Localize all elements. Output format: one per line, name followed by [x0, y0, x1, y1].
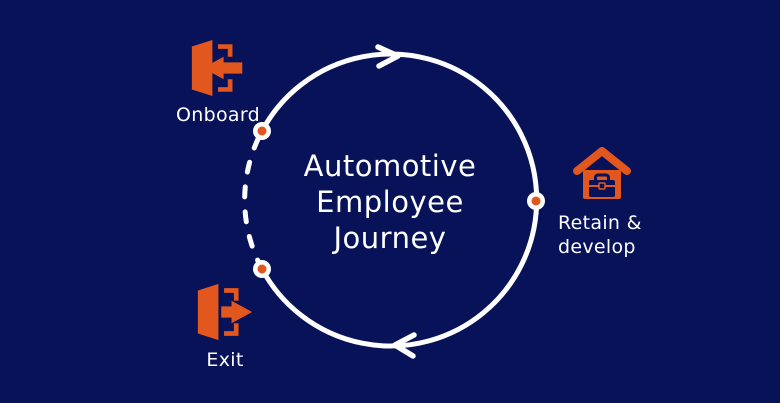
clockwise-arrow-top-icon	[375, 44, 401, 69]
stage-exit-label: Exit	[206, 349, 244, 371]
stage-retain-label: Retain & develop	[558, 211, 642, 259]
stage-onboard-label: Onboard	[176, 104, 260, 126]
node-dot-onboard	[253, 122, 271, 140]
diagram-title-line3: Journey	[333, 221, 447, 255]
stage-onboard: Onboard	[168, 36, 268, 127]
door-frame	[224, 288, 239, 336]
stage-retain-label-line2: develop	[558, 236, 636, 258]
stage-retain-label-line1: Retain &	[558, 212, 642, 234]
diagram-title-line2: Employee	[316, 185, 464, 219]
node-dot-exit	[253, 260, 271, 278]
stage-retain-develop: Retain & develop	[558, 145, 678, 259]
stage-exit: Exit	[175, 281, 275, 372]
arrow-in	[203, 56, 243, 80]
briefcase-clasp	[598, 182, 606, 190]
diagram-title-line1: Automotive	[303, 149, 477, 183]
door-enter-icon	[190, 36, 246, 104]
door-exit-icon	[196, 281, 254, 347]
cycle-dashed-arc	[242, 128, 265, 272]
door-panel	[197, 283, 219, 341]
diagram-title: Automotive Employee Journey	[240, 148, 540, 256]
house-roof	[573, 147, 631, 175]
node-dot-retain	[527, 192, 545, 210]
arrow-out	[221, 300, 253, 324]
house-briefcase-icon	[570, 145, 634, 209]
door-frame	[218, 44, 233, 92]
door-panel	[191, 40, 213, 96]
clockwise-arrow-bottom-icon	[392, 332, 417, 359]
